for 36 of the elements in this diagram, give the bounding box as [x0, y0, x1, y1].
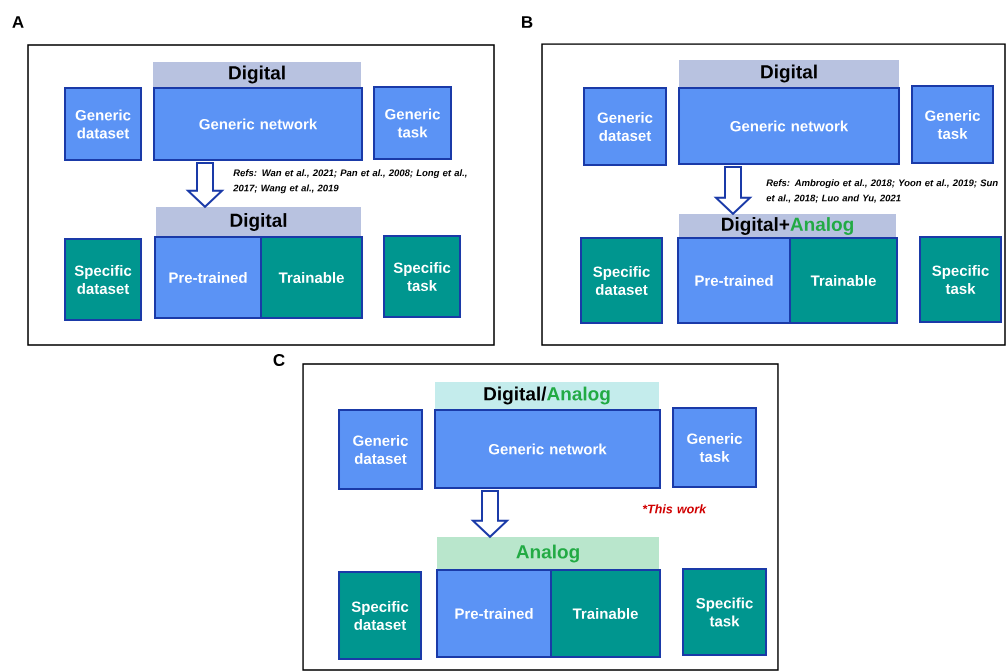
- reference-note: Refs: Wan et al., 2021; Pan et al., 2008; Long et al., 2017; Wang et al., 2019: [233, 169, 467, 194]
- process-box: Trainable: [789, 237, 898, 324]
- process-box: Trainable: [260, 236, 363, 319]
- process-box: Generic task: [672, 407, 757, 488]
- process-box: Generic network: [153, 87, 363, 161]
- panel-letter: A: [12, 16, 24, 28]
- process-box: Specific task: [919, 236, 1002, 323]
- process-box: Generic dataset: [583, 87, 667, 166]
- process-box: Generic task: [911, 85, 994, 164]
- process-box: Specific dataset: [64, 238, 142, 321]
- process-box: Pre-trained: [436, 569, 552, 658]
- process-box: Generic dataset: [338, 409, 423, 490]
- process-box: Generic network: [678, 87, 900, 165]
- panel-letter: B: [522, 16, 533, 28]
- header-band: Digital: [153, 62, 361, 87]
- header-band: Analog: [437, 537, 659, 570]
- process-box: Trainable: [550, 569, 661, 658]
- arrow: [470, 490, 510, 539]
- process-box: Generic dataset: [64, 87, 142, 161]
- panel-letter: C: [273, 353, 285, 366]
- arrow: [713, 166, 753, 216]
- process-box: Specific dataset: [338, 571, 422, 660]
- reference-note: Refs: Ambrogio et al., 2018; Yoon et al., 2019; Sun et al., 2018; Luo and Yu, 2021: [766, 179, 998, 203]
- process-box: Pre-trained: [677, 237, 791, 324]
- header-band: Digital/Analog: [435, 382, 659, 409]
- process-box: Specific task: [682, 568, 767, 656]
- header-band: Digital: [679, 60, 899, 87]
- process-box: Specific dataset: [580, 237, 663, 324]
- process-box: Specific task: [383, 235, 461, 318]
- header-band: Digital+Analog: [679, 214, 896, 238]
- process-box: Generic network: [434, 409, 661, 489]
- process-box: Generic task: [373, 86, 452, 160]
- process-box: Pre-trained: [154, 236, 262, 319]
- header-band: Digital: [156, 207, 361, 237]
- arrow: [185, 162, 225, 209]
- note: *This work: [642, 504, 707, 514]
